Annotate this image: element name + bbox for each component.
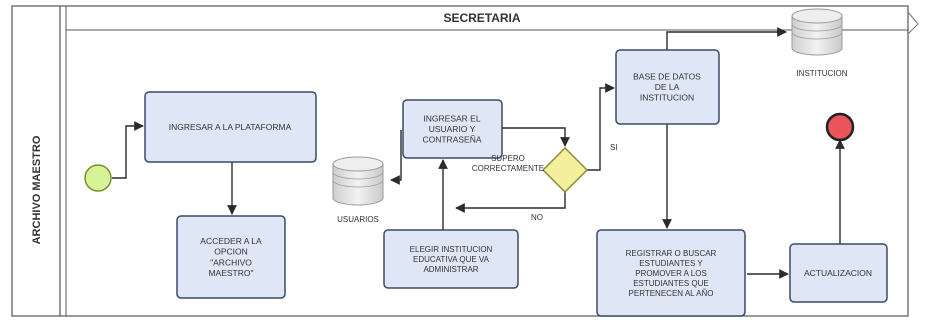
connectors	[112, 27, 845, 279]
end-event	[825, 112, 855, 142]
gateway-supero	[541, 146, 589, 194]
flow-gateway-no	[455, 190, 566, 213]
flow-base-to-institucion	[666, 27, 787, 50]
flow-usuario-to-store	[390, 130, 402, 185]
text-line: EDUCATIVA QUE VA	[413, 255, 490, 264]
flow-gateway-si	[587, 83, 615, 171]
text-line: CORRECTAMENTE	[472, 164, 544, 173]
pool	[11, 5, 919, 317]
text-line: ACTUALIZACION	[804, 268, 872, 278]
text-line: DE LA	[655, 82, 680, 92]
task-actualizacion: ACTUALIZACION	[789, 243, 888, 303]
data-store-institucion	[791, 8, 843, 56]
text-line: REGISTRAR O BUSCAR	[626, 249, 717, 258]
text-line: INSTITUCION	[640, 93, 694, 103]
data-store-institucion-label: INSTITUCION	[796, 69, 847, 78]
text-line: INGRESAR EL	[423, 113, 480, 123]
flow-start-to-ingresar	[112, 121, 144, 179]
pool-header: SECRETARIA	[443, 11, 520, 25]
flow-usuario-to-gateway	[502, 127, 570, 147]
svg-text:INGRESAR A LA PLATAFORMA: INGRESAR A LA PLATAFORMA	[169, 122, 292, 132]
data-store-usuarios-label: USUARIOS	[337, 215, 379, 224]
text-line: INGRESAR A LA PLATAFORMA	[169, 122, 292, 132]
lane-label: ARCHIVO MAESTRO	[31, 135, 43, 244]
gateway-no-label: NO	[531, 213, 543, 222]
text-line: PERTENECEN AL AÑO	[629, 289, 714, 298]
text-line: CONTRASEÑA	[422, 135, 481, 145]
data-store-usuarios	[332, 156, 384, 206]
text-line: PROMOVER A LOS	[635, 269, 707, 278]
text-line: ELEGIR INSTITUCION	[410, 245, 493, 254]
svg-text:ACTUALIZACION: ACTUALIZACION	[804, 268, 872, 278]
text-line: ACCEDER A LA	[200, 236, 262, 246]
text-line: ESTUDIANTES Y	[639, 259, 703, 268]
task-ingresar-plataforma: INGRESAR A LA PLATAFORMA	[144, 91, 317, 163]
text-line: ESTUDIANTES QUE	[633, 279, 709, 288]
text-line: ADMINISTRAR	[423, 265, 478, 274]
text-line: USUARIO Y	[429, 124, 476, 134]
start-event	[84, 164, 112, 192]
text-line: MAESTRO"	[208, 268, 253, 278]
text-line: SUPERO	[491, 154, 525, 163]
text-line: OPCION	[214, 247, 248, 257]
text-line: "ARCHIVO	[210, 257, 252, 267]
gateway-yes-label: SI	[610, 143, 618, 152]
text-line: BASE DE DATOS	[633, 71, 701, 81]
